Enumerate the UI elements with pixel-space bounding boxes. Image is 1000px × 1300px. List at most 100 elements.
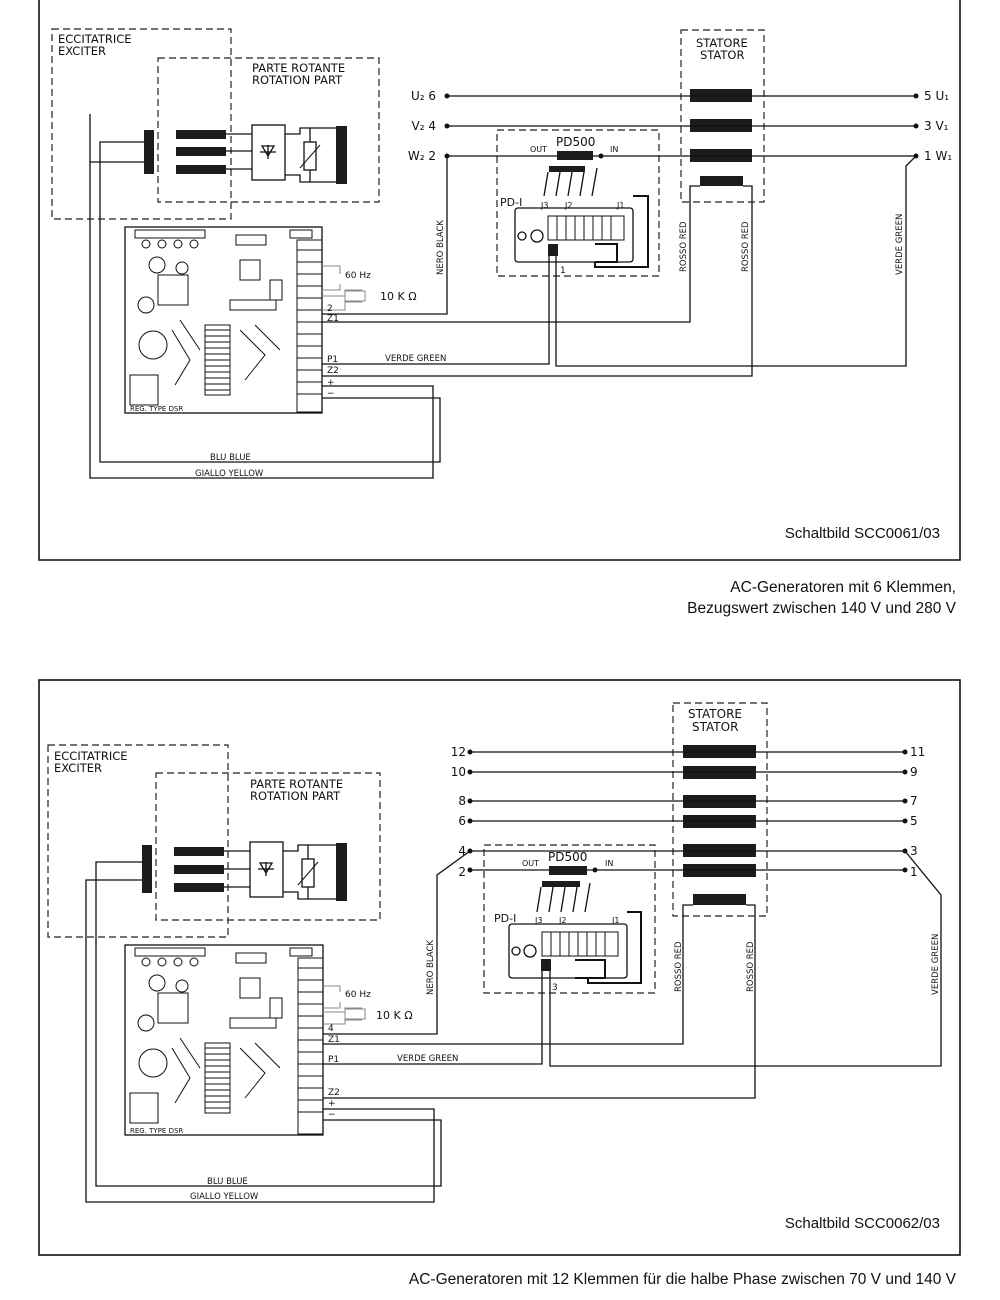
pd500-ct <box>549 866 587 875</box>
stator-box <box>680 29 765 203</box>
stator-aux-coil <box>693 894 746 905</box>
pot-icon <box>344 1008 366 1020</box>
terminal-left-4: 4 <box>458 844 466 858</box>
terminal-right-w1: 1 W₁ <box>924 149 952 163</box>
label-nero-black: NERO BLACK <box>436 220 446 275</box>
reg-trimmer <box>157 957 167 967</box>
reg-transformer <box>129 374 159 406</box>
pd500-ct-2 <box>549 166 585 172</box>
reg-type-label: REG. TYPE DSR <box>130 405 183 413</box>
terminal-right-7: 7 <box>910 794 918 808</box>
pd500-in: IN <box>610 145 618 154</box>
terminal-left-12: 12 <box>451 745 466 759</box>
terminal-right-11: 11 <box>910 745 925 759</box>
label-rosso-red-2: ROSSO RED <box>746 941 756 992</box>
ct-dot <box>592 867 598 873</box>
jumper-j1: J1 <box>616 201 624 210</box>
reg-heatsink-sketch <box>171 319 281 386</box>
terminal-dot <box>444 93 450 99</box>
terminal-left-w2: W₂ 2 <box>408 149 436 163</box>
reg-big-capacitor <box>138 1048 168 1078</box>
wire-giallo-yellow <box>89 114 434 479</box>
diagram2-frame <box>38 679 961 1256</box>
label-rosso-red-2: ROSSO RED <box>741 221 751 272</box>
pdi-bracket-wire <box>587 911 642 984</box>
reg-resistor <box>229 299 277 311</box>
jumper-j3: J3 <box>540 201 548 210</box>
schematic-id-1: Schaltbild SCC0061/03 <box>785 525 940 542</box>
rectifier-bridge <box>249 841 284 898</box>
label-giallo-yellow: GIALLO YELLOW <box>190 1192 259 1202</box>
freq-label: 60 Hz <box>345 990 371 1000</box>
diode-icon <box>258 862 274 876</box>
pot-label: 10 K Ω <box>380 290 417 303</box>
reg-heatsink-fins <box>205 1047 230 1109</box>
wire-nero-black <box>322 156 448 315</box>
label-rosso-red-1: ROSSO RED <box>674 941 684 992</box>
exciter-label-it: ECCITATRICE <box>58 32 132 46</box>
wire-rosso-red-1 <box>323 904 693 1045</box>
freq-label: 60 Hz <box>345 271 371 281</box>
exciter-label-en: EXCITER <box>58 44 106 58</box>
stator-label-it: STATORE <box>688 707 742 721</box>
pdi-trimmer <box>523 944 537 958</box>
diagram-scc0062: ECCITATRICE EXCITER PARTE ROTANTE ROTATI… <box>38 679 961 1256</box>
stator-phase-lines <box>447 95 916 157</box>
reg-pin-z1: Z1 <box>327 314 339 324</box>
reg-trimmer <box>141 957 151 967</box>
armature-wires <box>224 850 250 888</box>
reg-component <box>269 997 283 1019</box>
main-field-coil <box>336 126 347 184</box>
terminal-right-5: 5 <box>910 814 918 828</box>
pd500-box <box>483 844 656 994</box>
wire-verde-green-p1 <box>322 256 550 365</box>
terminal-dot <box>467 798 473 804</box>
pdi-bracket <box>575 959 606 979</box>
terminal-dot <box>902 749 908 755</box>
exciter-box <box>47 744 229 938</box>
reg-terminal-strip <box>297 957 324 1135</box>
pd500-label: PD500 <box>548 850 587 864</box>
reg-resistor <box>229 1017 277 1029</box>
terminal-dot <box>902 818 908 824</box>
reg-transformer <box>129 1092 159 1124</box>
main-field-leads <box>322 844 336 900</box>
wire-nero-black <box>323 850 471 1035</box>
reg-capacitor <box>137 296 155 314</box>
exciter-field-coil <box>144 130 154 174</box>
main-field-leads <box>320 127 336 183</box>
rotating-label-it: PARTE ROTANTE <box>250 777 343 791</box>
pdi-mount-hole <box>511 946 521 956</box>
rectifier-bridge <box>251 124 286 181</box>
reg-type-label: REG. TYPE DSR <box>130 1127 183 1135</box>
reg-ic <box>157 992 189 1024</box>
pdi-label: PD-I <box>500 196 522 209</box>
pdi-trimmer <box>530 229 544 243</box>
pd-terminal-label: 3 <box>552 983 558 993</box>
wire-rosso-red-2 <box>322 185 753 377</box>
pdi-terminal-strip <box>541 931 619 957</box>
stator-phase-lines <box>470 751 905 871</box>
diagram1-frame <box>38 0 961 561</box>
reg-pin-z1: Z1 <box>328 1035 340 1045</box>
freq-jumper <box>323 985 341 1009</box>
caption2: AC-Generatoren mit 12 Klemmen für die ha… <box>409 1271 957 1288</box>
pdi-connector <box>541 959 551 971</box>
reg-trimmer <box>189 957 199 967</box>
terminal-dot <box>467 749 473 755</box>
pd500-in: IN <box>605 859 613 868</box>
wire-rosso-red-2 <box>323 904 756 1099</box>
diagram-scc0061: ECCITATRICE EXCITER PARTE ROTANTE ROTATI… <box>38 0 961 561</box>
exciter-field-coil <box>142 845 152 893</box>
reg-trimmer <box>141 239 151 249</box>
rotating-label-en: ROTATION PART <box>252 73 343 87</box>
terminal-dot <box>902 769 908 775</box>
freq-jumper <box>322 265 341 291</box>
reg-capacitor <box>175 979 189 993</box>
reg-avo-strip <box>289 229 313 239</box>
terminal-dot <box>913 123 919 129</box>
jumper-j3: J3 <box>534 916 542 925</box>
armature-wires <box>226 133 252 170</box>
regulator-board <box>124 226 323 414</box>
pdi-terminal-dividers <box>550 932 606 956</box>
